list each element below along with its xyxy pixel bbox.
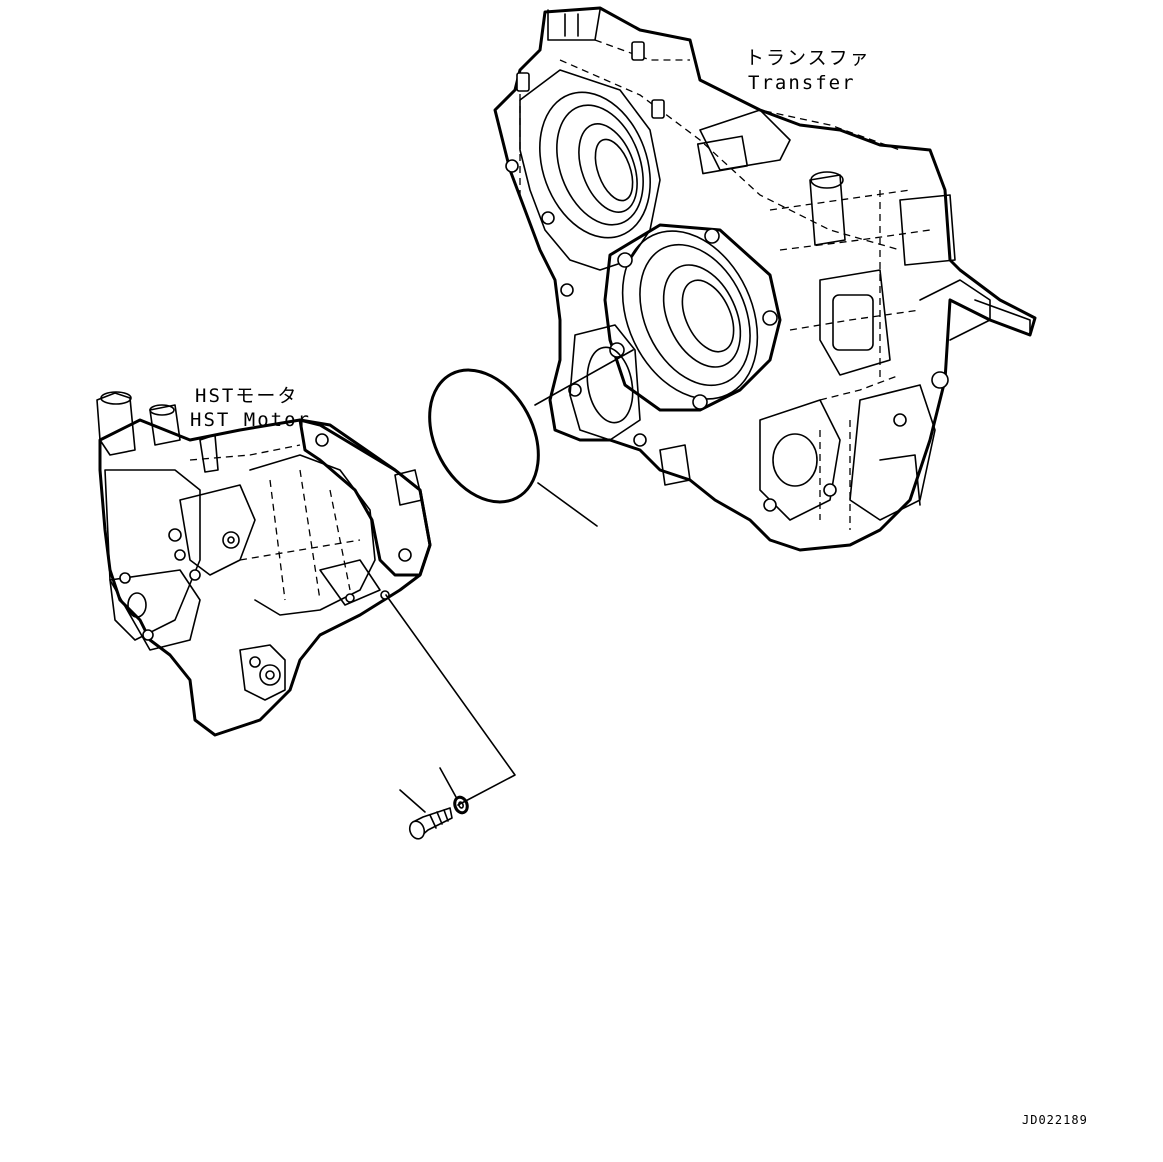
- drawing-code: JD022189: [1022, 1113, 1088, 1127]
- transfer-case-drawing: [493, 6, 1037, 552]
- hst-motor-label-en: HST Motor: [190, 409, 311, 431]
- transfer-label-en: Transfer: [748, 72, 856, 94]
- transfer-label-jp: トランスファ: [745, 47, 871, 69]
- bolt-drawing: [399, 789, 453, 840]
- washer-drawing: [439, 767, 469, 815]
- o-ring-drawing: [428, 368, 598, 527]
- hst-motor-label-jp: HSTモータ: [195, 385, 299, 407]
- hst-motor-drawing: [96, 391, 516, 806]
